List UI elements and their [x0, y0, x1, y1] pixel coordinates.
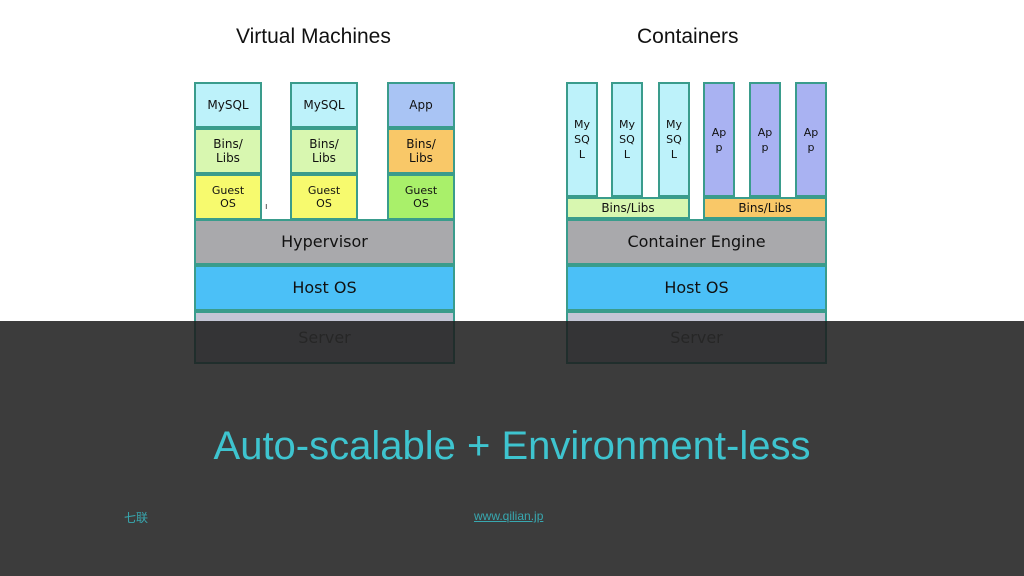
vm-guest-2: Guest OS — [290, 174, 358, 220]
container-app-3: MySQL — [658, 82, 690, 197]
vm-hypervisor: Hypervisor — [194, 219, 455, 265]
stray-mark: ı — [265, 202, 268, 212]
vm-bins-3: Bins/ Libs — [387, 128, 455, 174]
container-bins-1: Bins/Libs — [566, 197, 690, 219]
vm-app-2: MySQL — [290, 82, 358, 128]
container-app-1: MySQL — [566, 82, 598, 197]
container-engine: Container Engine — [566, 219, 827, 265]
vm-host-os: Host OS — [194, 265, 455, 311]
container-app-6: App — [795, 82, 827, 197]
container-bins-2: Bins/Libs — [703, 197, 827, 219]
vm-guest-3: Guest OS — [387, 174, 455, 220]
vm-app-3: App — [387, 82, 455, 128]
footer-brand: 七联 — [124, 511, 149, 525]
vm-title: Virtual Machines — [236, 25, 391, 48]
footer-url-link[interactable]: www.qilian.jp — [474, 509, 544, 523]
container-app-5: App — [749, 82, 781, 197]
container-app-2: MySQL — [611, 82, 643, 197]
tagline: Auto-scalable + Environment-less — [213, 424, 811, 468]
vm-bins-1: Bins/ Libs — [194, 128, 262, 174]
dark-overlay — [0, 321, 1024, 576]
container-host-os: Host OS — [566, 265, 827, 311]
containers-title: Containers — [637, 25, 739, 48]
vm-app-1: MySQL — [194, 82, 262, 128]
vm-bins-2: Bins/ Libs — [290, 128, 358, 174]
vm-guest-1: Guest OS — [194, 174, 262, 220]
container-app-4: App — [703, 82, 735, 197]
